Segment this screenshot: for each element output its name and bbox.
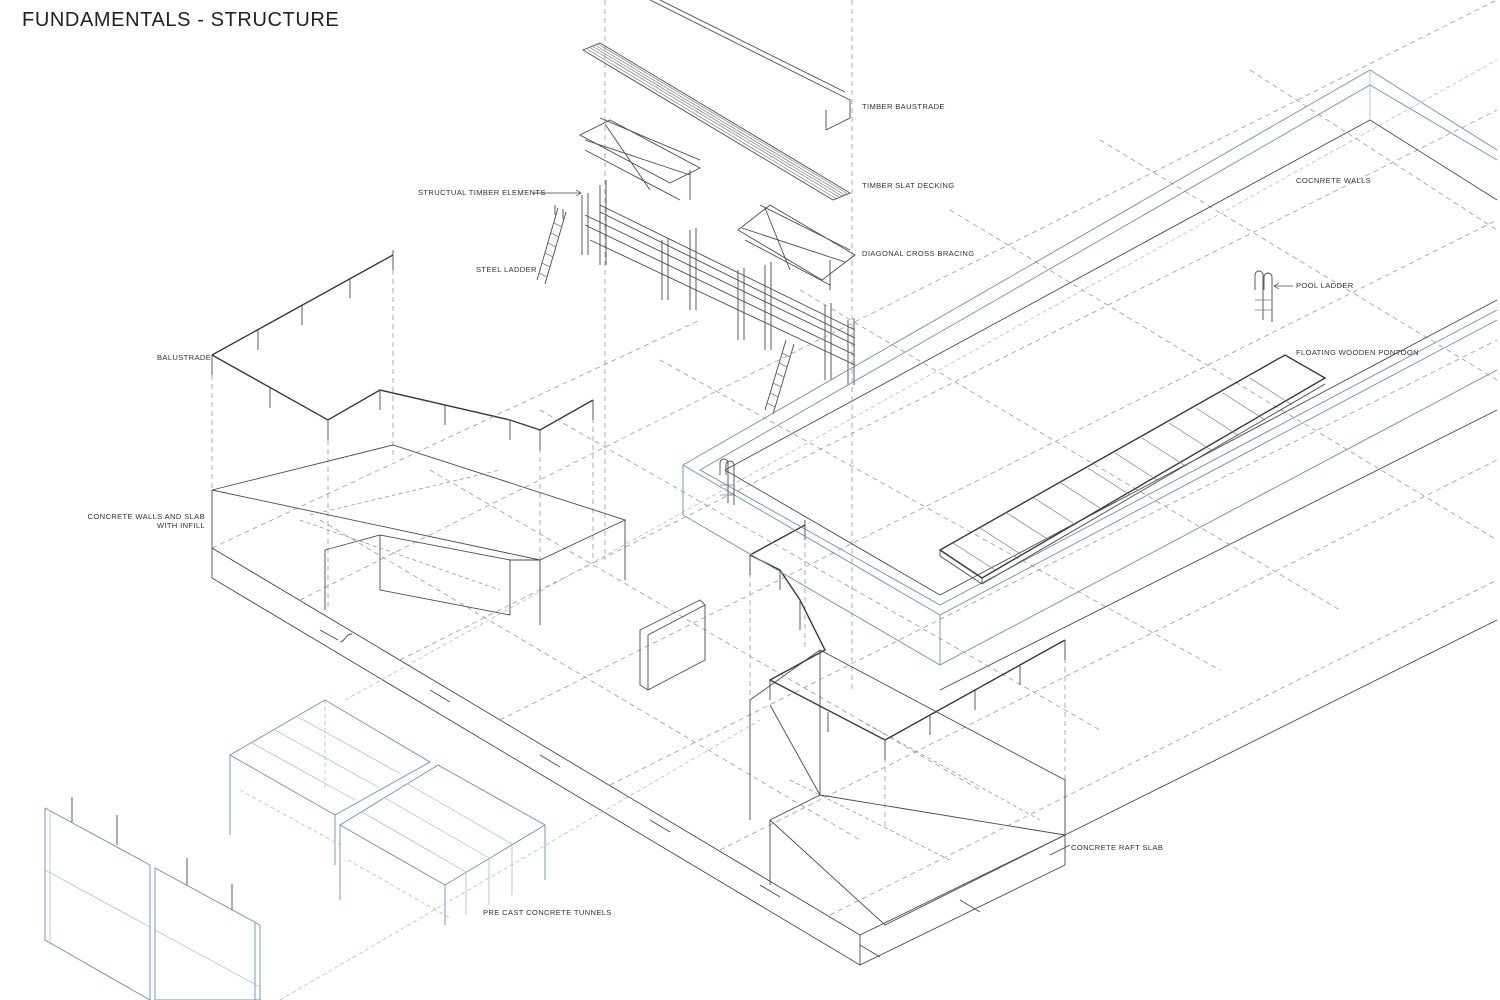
label-leaders <box>533 189 1293 290</box>
steel-ladder-lower <box>764 339 795 415</box>
label-concrete-walls-slab-line2: WITH INFILL <box>156 521 205 530</box>
concrete-block-right <box>749 649 1067 926</box>
steel-ladder-upper <box>536 205 567 285</box>
structural-timber-frame <box>581 180 856 385</box>
concrete-block-left <box>211 444 627 625</box>
label-structural-timber-elements: STRUCTUAL TIMBER ELEMENTS <box>418 188 546 197</box>
balustrade-left-drawing <box>211 250 594 450</box>
projection-guides <box>211 0 1066 830</box>
timber-slat-decking-drawing <box>582 42 851 201</box>
pool-ladder-left <box>719 458 735 505</box>
label-balustrade: BALUSTRADE <box>157 353 212 362</box>
cross-bracing-upper <box>579 117 701 201</box>
wall-panels-drawing <box>44 797 261 1000</box>
label-timber-slat-decking: TIMBER SLAT DECKING <box>862 181 955 190</box>
floating-pontoon-drawing <box>938 354 1327 585</box>
label-concrete-raft-slab: CONCRETE RAFT SLAB <box>1071 843 1164 852</box>
small-wall <box>639 599 706 691</box>
label-pool-ladder: POOL LADDER <box>1296 281 1354 290</box>
label-steel-ladder: STEEL LADDER <box>476 265 537 274</box>
page-title: FUNDAMENTALS - STRUCTURE <box>22 9 340 31</box>
label-diagonal-cross-bracing: DIAGONAL CROSS BRACING <box>862 249 975 258</box>
label-concrete-walls-slab: CONCRETE WALLS AND SLAB WITH INFILL <box>80 512 205 530</box>
label-concrete-walls-slab-line1: CONCRETE WALLS AND SLAB <box>87 512 205 521</box>
label-precast-concrete-tunnels: PRE CAST CONCRETE TUNNELS <box>483 908 612 917</box>
label-floating-wooden-pontoon: FLOATING WOODEN PONTOON <box>1296 348 1419 357</box>
concrete-raft-slab-drawing <box>211 0 1498 966</box>
label-timber-balustrade: TIMBER BAUSTRADE <box>862 102 945 111</box>
pool-walls <box>682 69 1498 666</box>
timber-balustrade-drawing <box>649 0 851 131</box>
balustrade-right-drawing <box>749 520 1066 760</box>
cross-bracing-right <box>737 204 856 290</box>
label-concrete-walls: COCNRETE WALLS <box>1296 176 1372 185</box>
pool-ladder-right <box>1254 270 1273 322</box>
precast-tunnels-drawing <box>229 59 1498 1000</box>
